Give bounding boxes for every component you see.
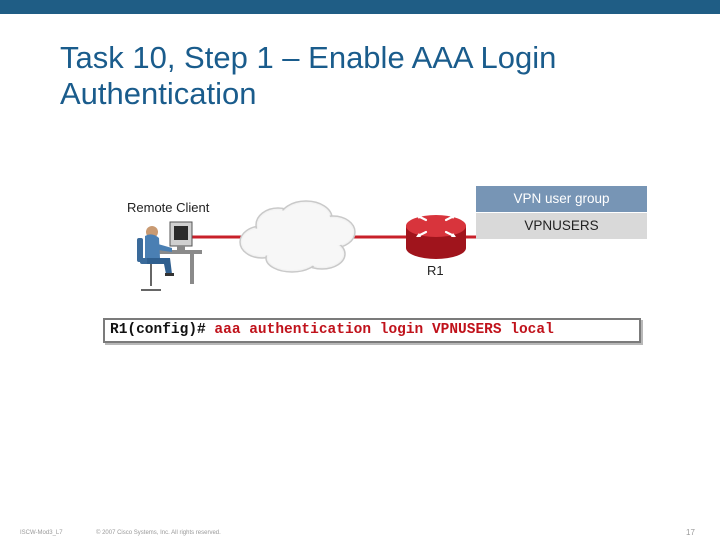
top-banner [0,0,720,14]
slide-title-line1: Task 10, Step 1 – Enable AAA Login [60,40,557,75]
footer-course-code: ISCW-Mod3_L7 [20,530,63,536]
footer-page-number: 17 [686,528,695,537]
vpn-group-header: VPN user group [476,186,647,212]
person-at-computer-icon [137,221,202,291]
slide-title-line2: Authentication [60,76,257,111]
cli-command-box: R1(config)# aaa authentication login VPN… [103,318,641,343]
footer-copyright: © 2007 Cisco Systems, Inc. All rights re… [96,530,221,536]
router-icon [406,214,466,259]
router-label: R1 [427,263,444,278]
vpn-group-value: VPNUSERS [476,213,647,239]
cli-command: aaa authentication login VPNUSERS local [214,322,554,338]
cli-prompt: R1(config)# [110,322,206,338]
remote-client-label: Remote Client [127,200,210,215]
vpn-group-table: VPN user group VPNUSERS [476,186,647,239]
slide-title: Task 10, Step 1 – Enable AAA Login Authe… [60,40,680,112]
cloud-icon [239,200,356,273]
